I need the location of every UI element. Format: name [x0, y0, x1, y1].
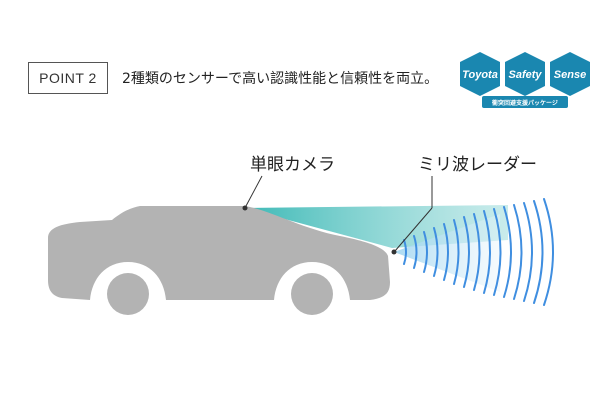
front-rim: [291, 273, 333, 315]
logo-word-3: Sense: [554, 69, 586, 81]
logo-word-2: Safety: [508, 69, 542, 81]
car-body: [48, 206, 390, 300]
rear-rim: [107, 273, 149, 315]
radar-point: [391, 249, 397, 255]
headline: 2種類のセンサーで高い認識性能と信頼性を両立。: [122, 71, 439, 87]
toyota-safety-sense-logo: Toyota Safety Sense 衝突回避支援パッケージ: [460, 52, 590, 108]
camera-label: 単眼カメラ: [250, 155, 335, 175]
camera-point: [242, 205, 248, 211]
point-label: POINT 2: [28, 62, 108, 94]
camera-leader: [245, 175, 263, 207]
radar-label: ミリ波レーダー: [418, 155, 537, 175]
logo-subtitle: 衝突回避支援パッケージ: [491, 99, 558, 107]
logo-hexagons: [460, 52, 590, 96]
radar-waves: [403, 198, 554, 306]
logo-word-1: Toyota: [462, 69, 498, 81]
